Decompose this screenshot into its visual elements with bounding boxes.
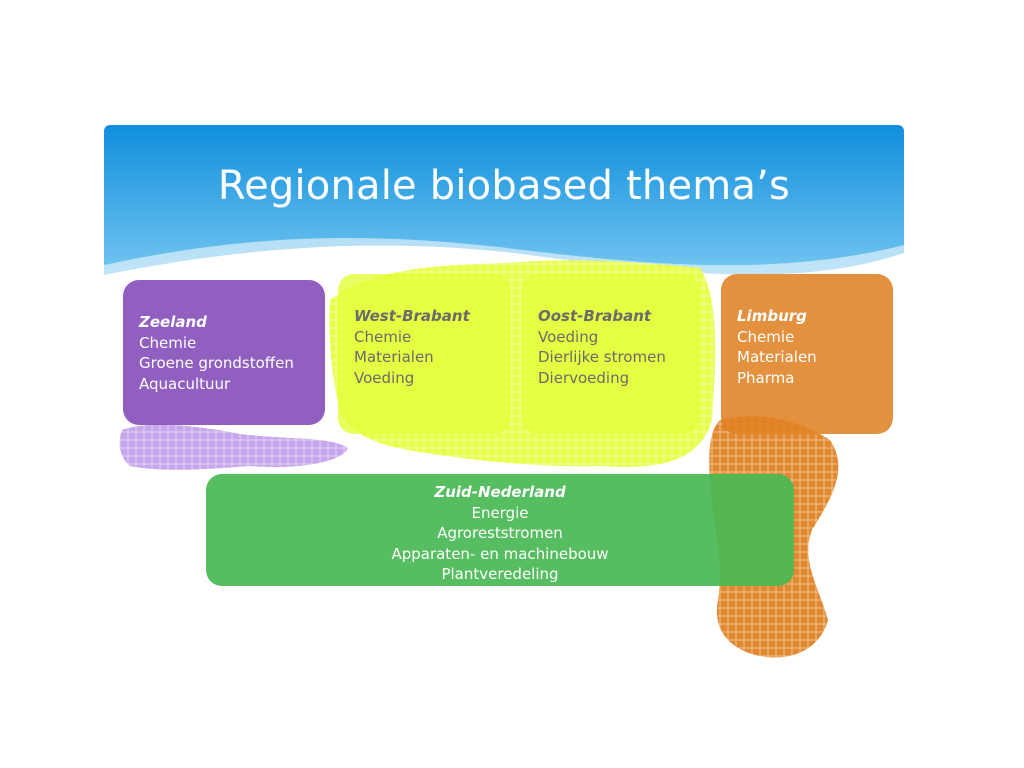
region-box-zeeland: Zeeland Chemie Groene grondstoffen Aquac… [123, 280, 325, 425]
region-box-oost-brabant: Oost-Brabant Voeding Dierlijke stromen D… [522, 274, 699, 434]
theme-item: Groene grondstoffen [139, 354, 294, 372]
theme-item: Plantveredeling [441, 565, 559, 583]
theme-item: Materialen [737, 348, 817, 366]
region-name-zeeland: Zeeland [139, 313, 207, 331]
theme-item: Voeding [538, 327, 599, 346]
slide-title: Regionale biobased thema’s [217, 163, 791, 209]
theme-item: Chemie [139, 333, 197, 352]
theme-item: Apparaten- en machinebouw [391, 544, 609, 563]
theme-item: Agroreststromen [437, 524, 563, 542]
theme-item: Diervoeding [538, 368, 630, 387]
theme-item: Chemie [737, 327, 795, 346]
region-name-oost-brabant: Oost-Brabant [538, 307, 652, 325]
region-name-west-brabant: West-Brabant [354, 307, 470, 325]
theme-item: Pharma [737, 368, 795, 387]
region-name-zuid-nederland: Zuid-Nederland [434, 483, 566, 501]
region-box-limburg: Limburg Chemie Materialen Pharma [721, 274, 893, 434]
theme-item: Energie [471, 503, 529, 522]
theme-item: Aquacultuur [139, 374, 231, 393]
region-box-zuid-nederland: Zuid-Nederland Energie Agroreststromen A… [206, 474, 794, 586]
theme-item: Chemie [354, 327, 412, 346]
theme-item: Materialen [354, 348, 434, 366]
theme-item: Voeding [354, 368, 415, 387]
region-name-limburg: Limburg [737, 307, 807, 325]
region-box-west-brabant: West-Brabant Chemie Materialen Voeding [338, 274, 510, 434]
theme-item: Dierlijke stromen [538, 348, 666, 366]
